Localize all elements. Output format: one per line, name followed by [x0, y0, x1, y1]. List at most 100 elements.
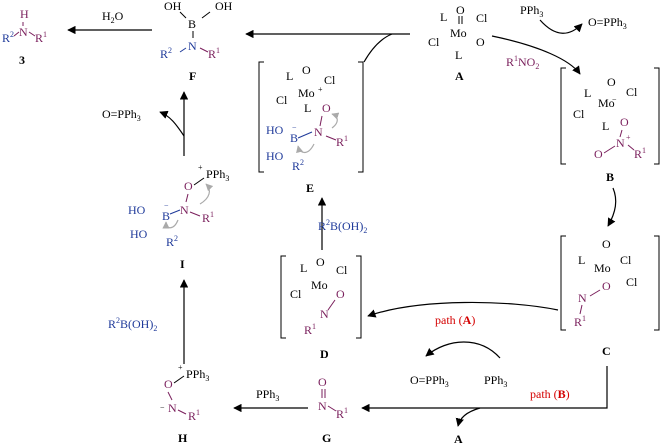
path-b-arrow — [361, 366, 608, 413]
C-o: O — [602, 237, 611, 251]
D-label: D — [320, 347, 329, 361]
A-cl2: Cl — [428, 35, 440, 49]
D-cl1: Cl — [336, 263, 348, 277]
E-l1: L — [286, 69, 293, 83]
A-label: A — [455, 69, 464, 83]
I-r2: R2 — [166, 234, 178, 249]
pph3-curve-bottom — [425, 341, 501, 359]
compound-E: L O Mo + Cl Cl L O HO B − N R1 HO R2 E — [258, 61, 364, 195]
E-plus: + — [318, 85, 323, 94]
B-plus: + — [626, 133, 631, 142]
E-ho2: HO — [266, 149, 284, 163]
F-r2: R2 — [160, 46, 172, 61]
G-n: N — [318, 399, 327, 413]
G-r1: R1 — [336, 406, 348, 421]
A-l2: L — [455, 48, 462, 62]
B-mo: Mo — [598, 96, 615, 110]
b-to-c-arrow — [607, 187, 617, 227]
A-mo: Mo — [450, 26, 467, 40]
G-label: G — [322, 431, 331, 445]
B-n: N — [616, 136, 625, 150]
I-ho1: HO — [128, 203, 146, 217]
I-minus: − — [164, 201, 169, 210]
I-ho2: HO — [130, 227, 148, 241]
r2boh2-mid: R2B(OH)2 — [318, 218, 367, 235]
opph3-left: O=PPh3 — [102, 107, 141, 123]
opph3-bottom: O=PPh3 — [410, 373, 449, 389]
C-r1: R1 — [574, 314, 586, 329]
E-cl2: Cl — [276, 93, 288, 107]
A2-label: A — [454, 432, 463, 446]
D-r1: R1 — [304, 322, 316, 337]
I-n: N — [180, 203, 189, 217]
H-plus: + — [178, 363, 183, 372]
H-n: N — [168, 401, 177, 415]
E-n: N — [314, 125, 323, 139]
B-o2: O — [620, 115, 629, 129]
I-o: O — [184, 179, 193, 193]
B-cl1: Cl — [626, 85, 638, 99]
compound-I: + PPh3 O HO B − N R1 HO R2 I — [128, 163, 229, 271]
E-b: B — [290, 131, 298, 145]
pph3-top: PPh3 — [520, 3, 543, 19]
c3-r2: R2 — [2, 30, 14, 45]
C-n: N — [578, 291, 587, 305]
compound-D: L O Mo Cl Cl O N R1 D — [280, 255, 362, 361]
I-b: B — [162, 209, 170, 223]
B-minus: − — [612, 95, 617, 104]
A-o1: O — [456, 3, 465, 17]
c3-r1: R1 — [35, 30, 47, 45]
E-ho1: HO — [266, 123, 284, 137]
to-a2-arrow — [455, 407, 481, 427]
path-b-label: path (B) — [530, 387, 570, 401]
B-cl2: Cl — [573, 107, 585, 121]
h2o-label: H2O — [102, 9, 124, 25]
E-minus: − — [292, 123, 297, 132]
pph3-gh: PPh3 — [256, 387, 279, 403]
H-label: H — [178, 431, 188, 445]
compound-F: OH OH B N R2 R1 F — [160, 0, 233, 83]
C-o2: O — [602, 279, 611, 293]
D-o2: O — [336, 287, 345, 301]
compound-B: O L Mo − Cl Cl L O N + O R1 B — [560, 67, 660, 184]
I-p: PPh3 — [206, 167, 229, 183]
D-cl2: Cl — [290, 287, 302, 301]
F-oh2: OH — [215, 0, 233, 13]
B-r1: R1 — [634, 146, 646, 161]
H-o: O — [164, 377, 173, 391]
A-l1: L — [440, 10, 447, 24]
C-label: C — [602, 344, 611, 358]
H-minus: − — [160, 403, 165, 412]
compound-H: + PPh3 O − N R1 H — [160, 363, 209, 445]
compound-C: O L Mo Cl Cl O N R1 C — [560, 235, 660, 358]
F-oh1: OH — [164, 0, 182, 13]
F-n: N — [188, 39, 197, 53]
E-label: E — [306, 181, 314, 195]
compound-A: L O Mo Cl Cl O L A — [428, 3, 488, 83]
D-n: N — [320, 307, 329, 321]
E-mo: Mo — [298, 86, 315, 100]
opph3-top: O=PPh3 — [588, 15, 627, 31]
B-label: B — [606, 170, 614, 184]
H-r1: R1 — [188, 408, 200, 423]
A-o2: O — [476, 35, 485, 49]
r1no2-label: R1NO2 — [506, 54, 539, 71]
pph3-curve — [539, 19, 583, 34]
pph3-bottom: PPh3 — [484, 373, 507, 389]
E-cl1: Cl — [324, 73, 336, 87]
C-mo: Mo — [594, 261, 611, 275]
D-mo: Mo — [311, 278, 328, 292]
c3-h: H — [20, 7, 29, 21]
F-b: B — [188, 17, 196, 31]
a-to-b-arrow — [491, 35, 581, 75]
D-o1: O — [316, 255, 325, 269]
path-a-arrow — [367, 301, 559, 318]
E-o2: O — [322, 101, 331, 115]
compound-3: H N R2 R1 3 — [2, 7, 47, 67]
E-o: O — [302, 63, 311, 77]
path-a-label: path (A) — [435, 313, 475, 327]
I-label: I — [180, 257, 185, 271]
c3-label: 3 — [19, 53, 25, 67]
E-l2: L — [304, 101, 311, 115]
